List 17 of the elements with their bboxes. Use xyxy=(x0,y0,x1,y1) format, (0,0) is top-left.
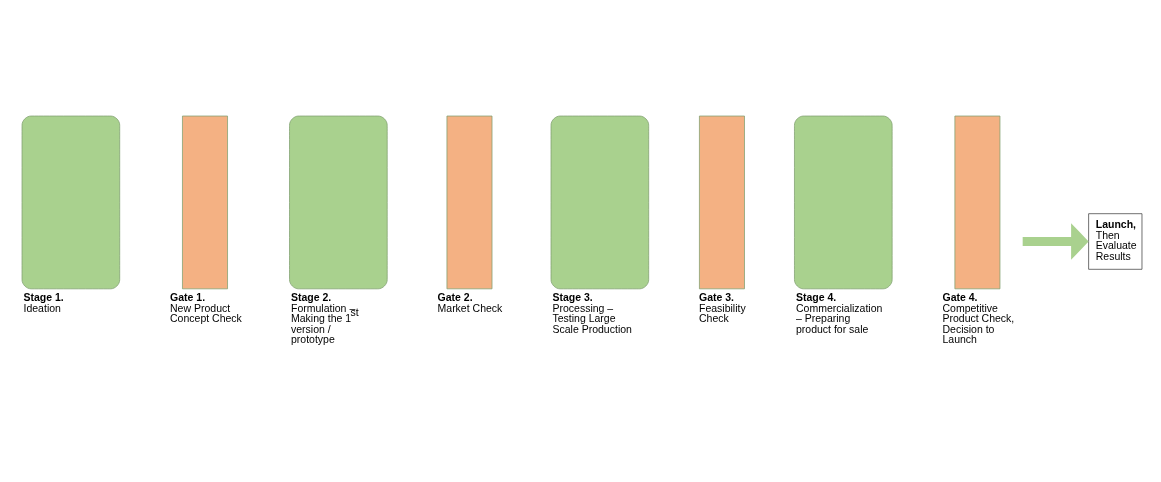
node-label: Stage 3. xyxy=(552,290,593,303)
node-label: Commercialization – Preparing product for sale xyxy=(795,301,883,335)
node-label: Processing – Testing Large Scale Production xyxy=(552,301,632,335)
node-label: Gate 2. xyxy=(437,290,473,303)
node-box: Launch, Then Evaluate Results xyxy=(1088,212,1143,270)
node-label: Feasibility Check xyxy=(699,301,746,324)
arrow xyxy=(1022,222,1089,260)
node-label: Stage 2. xyxy=(291,290,332,303)
node-label: Competitive Product Check, Decision to Launch xyxy=(942,301,1015,345)
node-label: Stage 1. xyxy=(23,290,64,303)
node-label: New Product Concept Check xyxy=(170,301,242,324)
node-label: Ideation xyxy=(23,301,61,314)
node-label: Stage 4. xyxy=(795,290,837,303)
node-label: Gate 4. xyxy=(942,290,978,303)
node-label: Gate 1. xyxy=(170,290,206,303)
node-label: Gate 3. xyxy=(699,290,735,303)
node-label: Market Check xyxy=(437,301,503,314)
